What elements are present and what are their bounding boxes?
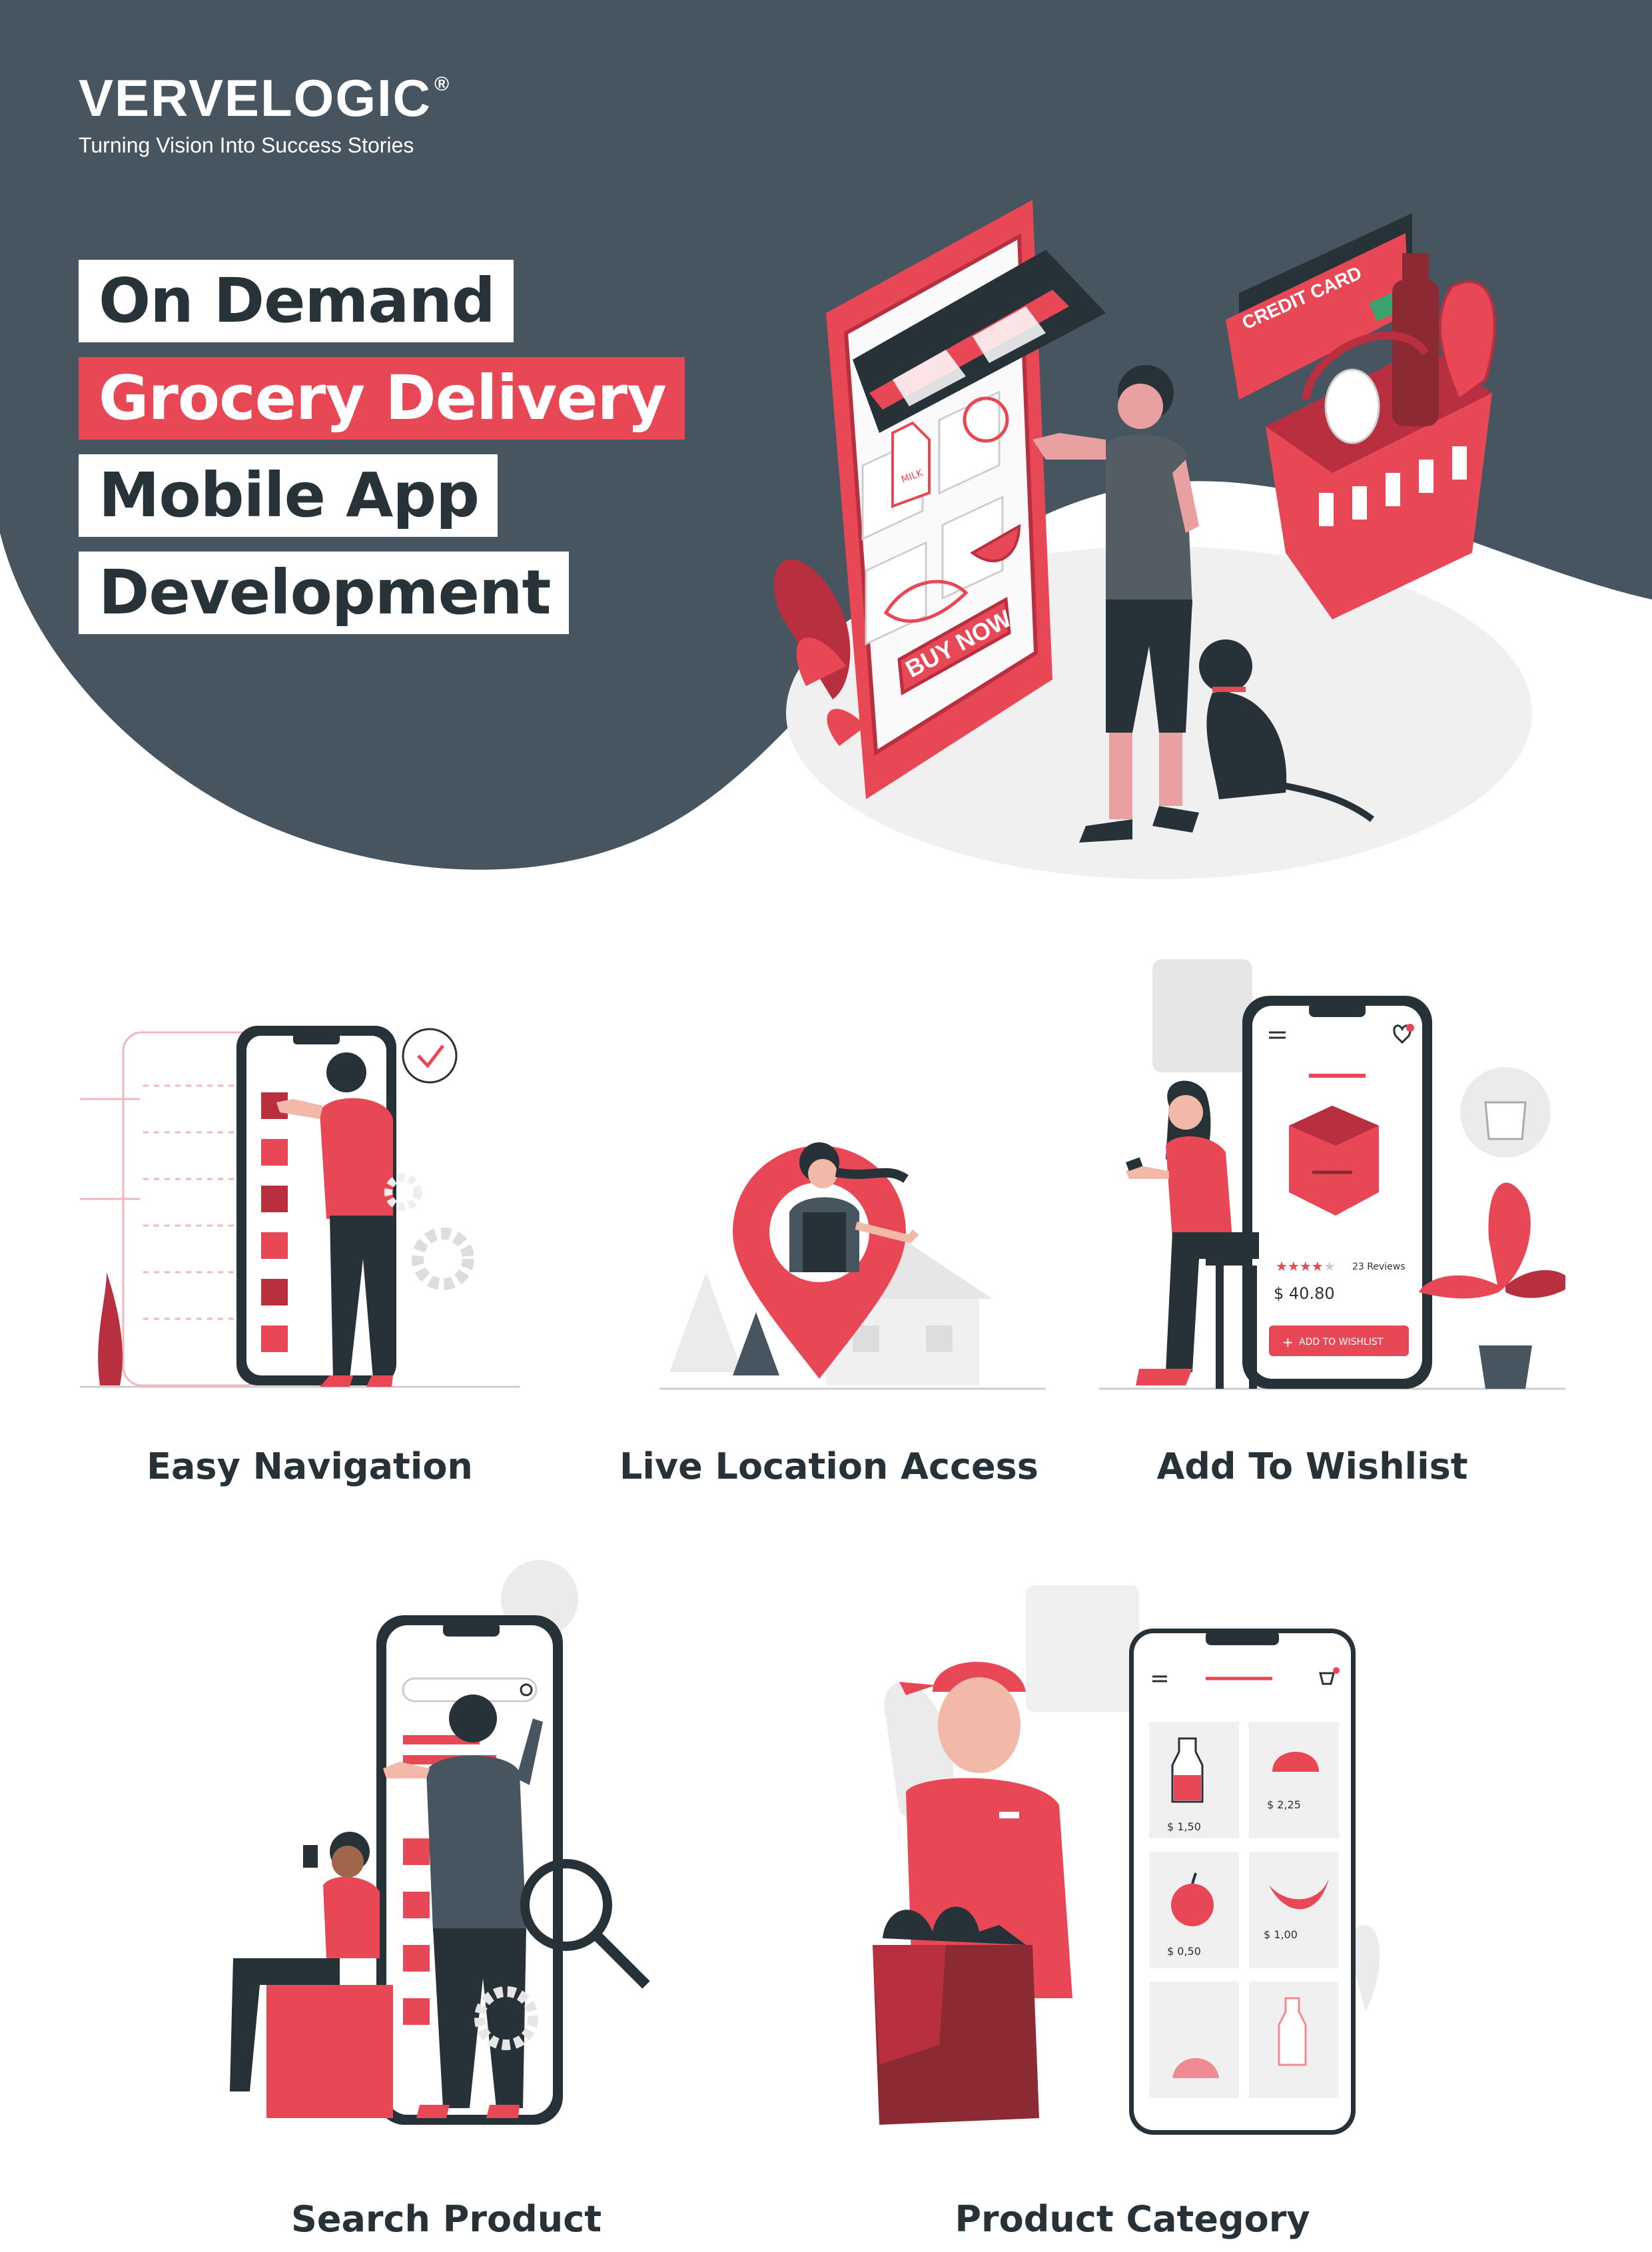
awning-illustration	[853, 250, 1106, 433]
shopper-man-illustration	[1032, 365, 1199, 843]
reviews-count: 23 Reviews	[1352, 1262, 1406, 1272]
product-box-illustration	[1289, 1106, 1379, 1216]
apple-product[interactable]: $ 0,50	[1167, 1872, 1214, 1958]
brand-logo: VERVELOGIC® Turning Vision Into Success …	[79, 72, 450, 158]
registered-mark: ®	[434, 73, 451, 95]
heart-icon	[1393, 1024, 1412, 1044]
page-title: On Demand Grocery Delivery Mobile App De…	[79, 260, 685, 649]
feature-add-to-wishlist-label: Add To Wishlist	[1156, 1445, 1468, 1487]
delivery-man-illustration	[899, 1662, 1072, 1998]
navigating-person-illustration	[276, 1052, 393, 1387]
svg-text:★: ★	[1324, 1258, 1336, 1274]
check-bubble-icon	[402, 1028, 458, 1084]
store-phone-illustration: MILK BUY NOW	[826, 200, 1106, 799]
cart-card-illustration	[1152, 959, 1252, 1072]
category-phone-mockup: $ 1,50 $ 2,25 $ 0,50 $ 1,00	[1129, 1629, 1356, 2135]
price-label: $ 1,50	[1167, 1820, 1201, 1833]
shopping-bag-bubble-icon	[1460, 1067, 1551, 1158]
feature-product-category-label: Product Category	[955, 2198, 1310, 2240]
menu-icon	[1269, 1031, 1286, 1039]
woman-in-pin-illustration	[789, 1142, 919, 1272]
brand-name: VERVELOGIC®	[79, 69, 451, 127]
gear-icon	[474, 1986, 538, 2050]
potted-plant-illustration	[1419, 1182, 1565, 1389]
price-label: $ 0,50	[1167, 1945, 1201, 1958]
easy-navigation-illustration	[80, 1026, 520, 1388]
cart-icon[interactable]	[1319, 1667, 1340, 1685]
hero-illustration: MILK BUY NOW CREDIT CARD	[773, 200, 1532, 879]
grocery-bag-illustration	[873, 1906, 1039, 2125]
add-to-wishlist-illustration: ★★★★ ★ 23 Reviews $ 40.80 + ADD TO WISHL…	[1099, 959, 1565, 1390]
price-label: $ 2,25	[1267, 1798, 1301, 1811]
dog-illustration	[1199, 639, 1374, 823]
headline-line-4: Development	[79, 552, 570, 634]
feature-search-product-label: Search Product	[290, 2198, 602, 2240]
pepper-product[interactable]: $ 1,00	[1264, 1878, 1329, 1941]
plant-illustration	[98, 1272, 123, 1385]
headline-line-3: Mobile App	[79, 454, 498, 537]
svg-text:★★★★: ★★★★	[1276, 1258, 1324, 1274]
rating-stars: ★★★★ ★	[1276, 1258, 1336, 1274]
cart-card-illustration	[1026, 1585, 1139, 1712]
price-label: $ 1,00	[1264, 1928, 1298, 1941]
feature-easy-navigation-label: Easy Navigation	[147, 1445, 473, 1487]
feature-live-location-label: Live Location Access	[620, 1445, 1038, 1487]
seated-woman-illustration	[230, 1832, 393, 2118]
plus-icon: +	[1282, 1334, 1294, 1350]
brand-tagline: Turning Vision Into Success Stories	[79, 133, 414, 157]
menu-icon	[1152, 1675, 1167, 1683]
headline-line-1: On Demand	[79, 260, 514, 342]
seated-woman-illustration	[1126, 1080, 1259, 1389]
milk-bottle-product[interactable]: $ 1,50	[1167, 1737, 1204, 1833]
product-price: $ 40.80	[1274, 1284, 1335, 1303]
bread-product[interactable]: $ 2,25	[1267, 1752, 1319, 1811]
search-product-illustration	[230, 1560, 650, 2125]
plant-illustration	[773, 559, 866, 746]
add-to-wishlist-button-label: ADD TO WISHLIST	[1299, 1337, 1384, 1347]
gear-icon	[384, 1174, 474, 1290]
headline-line-2: Grocery Delivery	[79, 357, 685, 440]
magnifying-glass-icon	[520, 1859, 650, 1989]
search-icon[interactable]	[520, 1683, 533, 1696]
product-category-illustration: $ 1,50 $ 2,25 $ 0,50 $ 1,00	[873, 1585, 1380, 2135]
hero-background	[0, 0, 1652, 870]
searching-man-illustration	[383, 1694, 543, 2118]
grocery-basket-illustration	[1266, 253, 1496, 619]
live-location-illustration	[659, 1142, 1046, 1390]
wishlist-phone-mockup: ★★★★ ★ 23 Reviews $ 40.80 + ADD TO WISHL…	[1242, 996, 1432, 1389]
add-to-wishlist-button[interactable]: + ADD TO WISHLIST	[1269, 1325, 1409, 1356]
